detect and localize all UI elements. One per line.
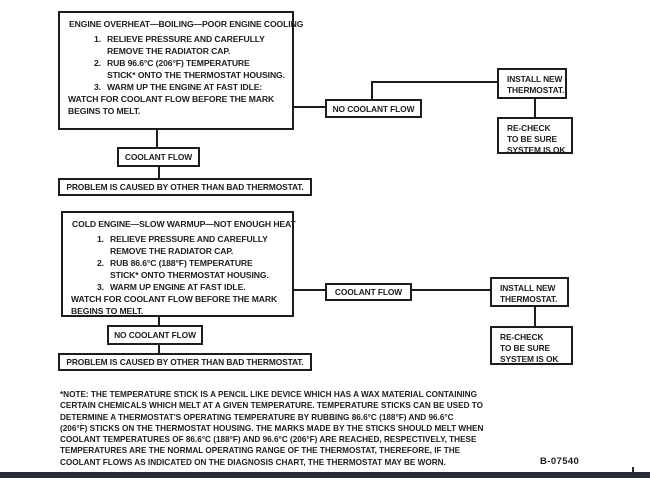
step-line: WARM UP ENGINE AT FAST IDLE. [110,282,246,292]
connector-line [158,343,160,354]
connector-line [534,97,536,118]
install-line: INSTALL NEW [507,74,563,84]
no-coolant-flow-label-2: NO COOLANT FLOW [107,325,203,345]
connector-line [292,289,326,291]
connector-line [371,81,373,100]
connector-line [158,315,160,326]
figure-number: B-07540 [540,456,580,467]
step-line: RUB 86.6°C (188°F) TEMPERATURE [110,258,253,268]
step-line: WARM UP THE ENGINE AT FAST IDLE: [107,82,263,92]
install-line: INSTALL NEW [500,283,556,293]
temperature-stick-footnote: *NOTE: THE TEMPERATURE STICK IS A PENCIL… [60,389,483,468]
overheat-title: ENGINE OVERHEAT—BOILING—POOR ENGINE COOL… [69,19,304,29]
cold-step-2: 2. RUB 86.6°C (188°F) TEMPERATURE STICK*… [97,258,269,280]
overheat-step-2: 2. RUB 96.6°C (206°F) TEMPERATURE STICK*… [94,58,285,80]
connector-line [410,289,491,291]
watch-instruction-line: BEGINS TO MELT. [68,106,141,116]
cold-step-3: 3. WARM UP ENGINE AT FAST IDLE. [97,282,246,292]
step-line: STICK* ONTO THE THERMOSTAT HOUSING. [107,70,285,80]
overheat-procedure-box: ENGINE OVERHEAT—BOILING—POOR ENGINE COOL… [58,11,304,130]
bottom-rule-tick [632,467,634,472]
step-line: RELIEVE PRESSURE AND CAREFULLY [107,34,265,44]
cold-engine-procedure-box: COLD ENGINE—SLOW WARMUP—NOT ENOUGH HEAT … [61,211,296,317]
footnote-line: CERTAIN CHEMICALS WHICH MELT AT A GIVEN … [60,401,484,411]
bottom-rule [0,472,650,478]
install-thermostat-box-2: INSTALL NEW THERMOSTAT. [490,277,569,307]
step-line: RUB 96.6°C (206°F) TEMPERATURE [107,58,250,68]
watch-instruction-line: WATCH FOR COOLANT FLOW BEFORE THE MARK [68,94,275,104]
recheck-line: RE-CHECK [500,332,544,342]
coolant-flow-label-1: COOLANT FLOW [117,147,200,167]
recheck-line: TO BE SURE [507,134,558,144]
recheck-line: RE-CHECK [507,123,551,133]
footnote-line: COOLANT FLOWS AS INDICATED ON THE DIAGNO… [60,457,446,467]
watch-instruction-line: WATCH FOR COOLANT FLOW BEFORE THE MARK [71,294,278,304]
install-line: THERMOSTAT. [507,85,565,95]
recheck-box-2: RE-CHECK TO BE SURE SYSTEM IS OK [490,326,573,365]
install-thermostat-box-1: INSTALL NEW THERMOSTAT. [497,68,567,99]
step-line: RELIEVE PRESSURE AND CAREFULLY [110,234,268,244]
step-line: REMOVE THE RADIATOR CAP. [107,46,231,56]
step-line: REMOVE THE RADIATOR CAP. [110,246,234,256]
problem-other-cause-box-2: PROBLEM IS CAUSED BY OTHER THAN BAD THER… [58,353,312,371]
step-line: STICK* ONTO THERMOSTAT HOUSING. [110,270,269,280]
no-coolant-flow-label-1: NO COOLANT FLOW [325,99,422,118]
coolant-flow-label-2: COOLANT FLOW [325,283,412,301]
install-line: THERMOSTAT. [500,294,558,304]
recheck-line: SYSTEM IS OK [500,354,559,364]
recheck-line: TO BE SURE [500,343,551,353]
cold-engine-title: COLD ENGINE—SLOW WARMUP—NOT ENOUGH HEAT [72,219,296,229]
footnote-line: TEMPERATURES ARE THE NORMAL OPERATING RA… [60,446,461,456]
connector-line [156,128,158,148]
connector-line [534,305,536,327]
connector-line [158,164,160,179]
problem-other-cause-box-1: PROBLEM IS CAUSED BY OTHER THAN BAD THER… [58,178,312,196]
overheat-step-1: 1. RELIEVE PRESSURE AND CAREFULLY REMOVE… [94,34,265,56]
recheck-box-1: RE-CHECK TO BE SURE SYSTEM IS OK [497,117,573,155]
cold-step-1: 1. RELIEVE PRESSURE AND CAREFULLY REMOVE… [97,234,268,256]
overheat-step-3: 3. WARM UP THE ENGINE AT FAST IDLE: [94,82,263,92]
connector-line [371,81,497,83]
footnote-line: DETERMINE A THERMOSTAT'S OPERATING TEMPE… [60,412,454,422]
footnote-line: *NOTE: THE TEMPERATURE STICK IS A PENCIL… [60,390,477,399]
footnote-line: (206°F) STICKS ON THE THERMOSTAT HOUSING… [60,423,484,433]
watch-instruction-line: BEGINS TO MELT. [71,306,144,316]
footnote-line: COOLANT TEMPERATURES OF 86.6°C (188°F) A… [60,435,477,445]
connector-line [292,106,325,108]
recheck-line: SYSTEM IS OK [507,145,566,155]
